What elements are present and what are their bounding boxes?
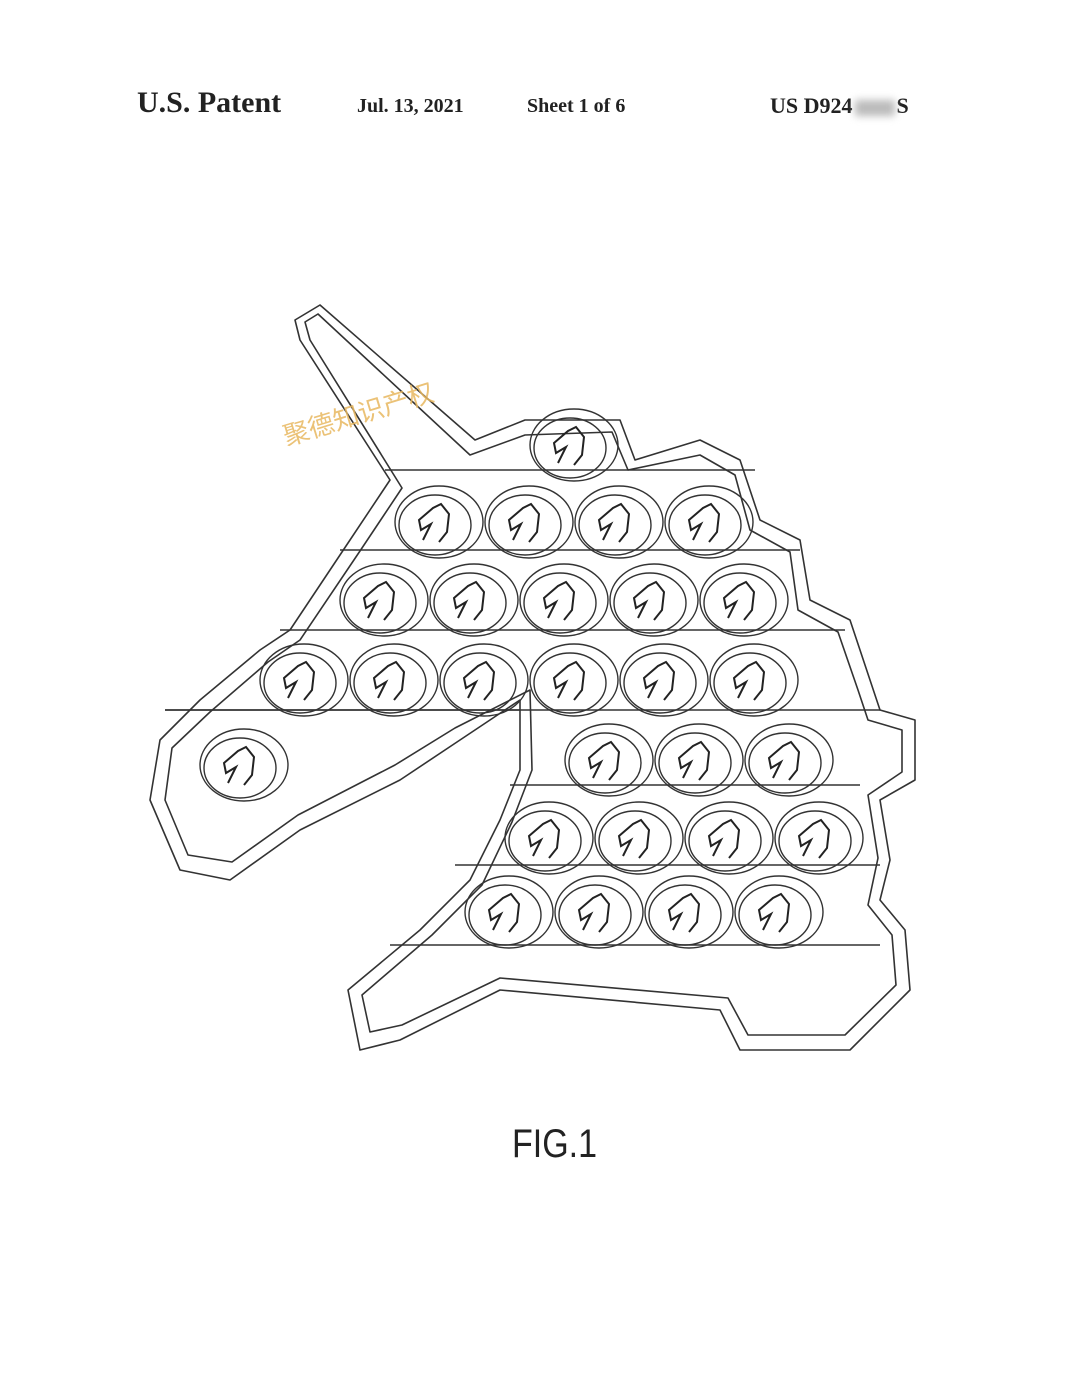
pop-bubble (339, 563, 429, 637)
pop-bubble (439, 643, 529, 717)
unicorn-head-icon (507, 502, 541, 543)
pop-bubble (619, 643, 709, 717)
unicorn-head-icon (552, 660, 586, 701)
pop-bubble (529, 408, 619, 482)
pop-bubble (734, 875, 824, 949)
pop-bubble (349, 643, 439, 717)
unicorn-head-icon (617, 818, 651, 859)
unicorn-head-icon (687, 502, 721, 543)
pop-bubble (664, 485, 754, 559)
unicorn-head-icon (222, 745, 256, 786)
patent-header-title: U.S. Patent (137, 86, 282, 119)
pop-bubble (394, 485, 484, 559)
sheet-number: Sheet 1 of 6 (527, 95, 626, 117)
pop-bubble (654, 723, 744, 797)
unicorn-head-icon (642, 660, 676, 701)
unicorn-head-icon (372, 660, 406, 701)
pop-bubble (484, 485, 574, 559)
unicorn-head-icon (667, 892, 701, 933)
unicorn-head-icon (722, 580, 756, 621)
patent-number-suffix: S (896, 93, 909, 118)
unicorn-head-icon (732, 660, 766, 701)
unicorn-head-icon (677, 740, 711, 781)
unicorn-head-icon (767, 740, 801, 781)
unicorn-head-icon (552, 425, 586, 466)
pop-bubble (199, 728, 289, 802)
pop-bubble (774, 801, 864, 875)
patent-number-prefix: US D924 (770, 93, 853, 118)
pop-bubble (464, 875, 554, 949)
pop-bubble (429, 563, 519, 637)
outer-outline (149, 304, 916, 1051)
unicorn-head-icon (417, 502, 451, 543)
redacted-digits (854, 99, 895, 116)
unicorn-head-icon (757, 892, 791, 933)
unicorn-head-icon (452, 580, 486, 621)
pop-bubble (554, 875, 644, 949)
pop-bubble (564, 723, 654, 797)
pop-bubble (519, 563, 609, 637)
unicorn-head-icon (577, 892, 611, 933)
figure-label: FIG.1 (512, 1122, 598, 1166)
pop-bubble (594, 801, 684, 875)
pop-bubble (259, 643, 349, 717)
pop-bubble (699, 563, 789, 637)
unicorn-head-icon (362, 580, 396, 621)
unicorn-head-icon (527, 818, 561, 859)
unicorn-head-icon (707, 818, 741, 859)
pop-bubble (574, 485, 664, 559)
unicorn-head-icon (542, 580, 576, 621)
pop-bubble (744, 723, 834, 797)
unicorn-head-icon (597, 502, 631, 543)
pop-bubble (709, 643, 799, 717)
inner-outline (164, 313, 903, 1036)
unicorn-head-icon (797, 818, 831, 859)
patent-date: Jul. 13, 2021 (357, 95, 464, 117)
unicorn-head-icon (632, 580, 666, 621)
pop-bubble (644, 875, 734, 949)
unicorn-head-icon (587, 740, 621, 781)
unicorn-head-icon (282, 660, 316, 701)
unicorn-head-icon (487, 892, 521, 933)
pop-bubble (684, 801, 774, 875)
pop-bubble (609, 563, 699, 637)
patent-number: US D924 S (770, 93, 909, 119)
pop-bubble (504, 801, 594, 875)
pop-bubble (529, 643, 619, 717)
unicorn-head-icon (462, 660, 496, 701)
